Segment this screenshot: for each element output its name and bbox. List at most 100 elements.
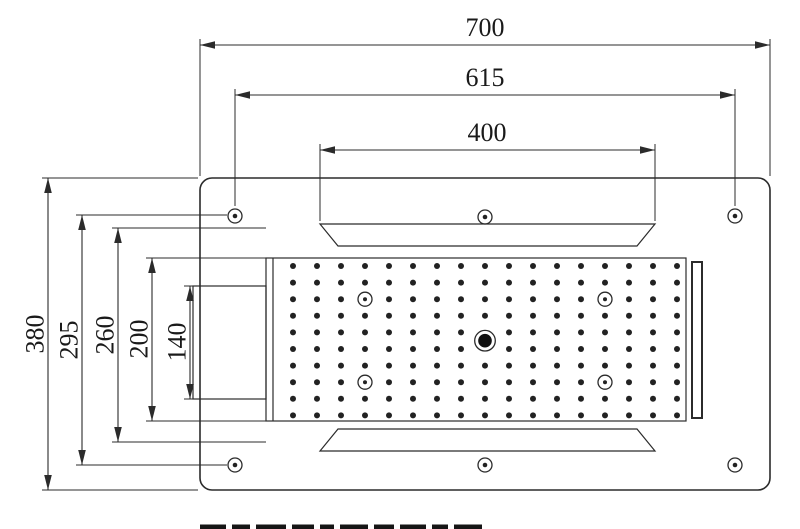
- nozzle-dot: [458, 279, 464, 286]
- dim-width-overall: 700: [199, 13, 771, 176]
- nozzle-dot: [650, 412, 656, 419]
- nozzle-dot: [554, 312, 560, 319]
- nozzle-dot: [650, 346, 656, 352]
- nozzle-dot: [290, 362, 296, 369]
- nozzle-dot: [290, 263, 296, 269]
- nozzle-dot: [458, 412, 464, 419]
- nozzle-dot: [458, 312, 464, 319]
- nozzle-dot: [434, 279, 440, 286]
- nozzle-dot: [290, 379, 296, 386]
- nozzle-dot: [650, 395, 656, 402]
- nozzle-dot: [314, 329, 320, 336]
- nozzle-dot: [410, 296, 416, 303]
- nozzle-dot: [554, 346, 560, 352]
- nozzle-dot: [506, 279, 512, 286]
- nozzle-dot: [482, 412, 488, 419]
- nozzle-dot: [530, 263, 536, 269]
- nozzle-dot: [506, 412, 512, 419]
- dim-label-380: 380: [21, 315, 50, 354]
- nozzle-dot: [362, 412, 368, 419]
- nozzle-dot: [410, 263, 416, 269]
- nozzle-dot: [314, 312, 320, 319]
- nozzle-dot: [386, 279, 392, 286]
- nozzle-dot: [554, 362, 560, 369]
- dim-label-140: 140: [163, 323, 192, 362]
- nozzle-dot: [314, 412, 320, 419]
- nozzle-dot: [578, 263, 584, 269]
- nozzle-dot: [410, 362, 416, 369]
- nozzle-dot: [674, 329, 680, 336]
- nozzle-dot: [602, 346, 608, 352]
- nozzle-dot: [386, 296, 392, 303]
- center-nozzle: [474, 329, 496, 352]
- nozzle-dot: [578, 412, 584, 419]
- nozzle-dot: [434, 329, 440, 336]
- nozzle-dot: [386, 379, 392, 386]
- bottom-waterfall-slot: [318, 428, 657, 452]
- nozzle-dot: [578, 329, 584, 336]
- nozzle-dot: [338, 279, 344, 286]
- nozzle-dot: [410, 412, 416, 419]
- nozzle-dot: [602, 329, 608, 336]
- nozzle-dot: [626, 296, 632, 303]
- nozzle-dot: [314, 395, 320, 402]
- nozzle-dot: [458, 346, 464, 352]
- nozzle-dot: [626, 312, 632, 319]
- nozzle-dot: [434, 263, 440, 269]
- nozzle-dot: [362, 362, 368, 369]
- nozzle-dot: [506, 379, 512, 386]
- nozzle-dot: [626, 412, 632, 419]
- nozzle-dot: [434, 362, 440, 369]
- nozzle-dot: [650, 362, 656, 369]
- nozzle-dot: [410, 395, 416, 402]
- nozzle-dot: [506, 362, 512, 369]
- nozzle-dot: [338, 312, 344, 319]
- nozzle-dot: [506, 329, 512, 336]
- nozzle-dot: [626, 263, 632, 269]
- dim-width-mounting: 615: [234, 63, 736, 206]
- nozzle-dot: [530, 362, 536, 369]
- nozzle-dot: [314, 379, 320, 386]
- dim-height-spray: 200: [125, 257, 266, 422]
- nozzle-dot: [290, 346, 296, 352]
- nozzle-dot: [386, 346, 392, 352]
- nozzle-dot: [602, 395, 608, 402]
- jet-nozzle: [357, 291, 373, 307]
- nozzle-dot: [482, 263, 488, 269]
- nozzle-dot: [506, 312, 512, 319]
- nozzle-dot: [290, 395, 296, 402]
- dimension-annotations: 700 615 400 380 295: [21, 13, 771, 491]
- nozzle-dot: [530, 279, 536, 286]
- nozzle-dot: [626, 395, 632, 402]
- nozzle-dot: [530, 412, 536, 419]
- nozzle-dot: [674, 263, 680, 269]
- nozzle-dot: [530, 346, 536, 352]
- nozzle-dot: [458, 329, 464, 336]
- nozzle-dot: [530, 329, 536, 336]
- nozzle-dot: [386, 263, 392, 269]
- nozzle-dot: [674, 296, 680, 303]
- nozzle-dot: [578, 346, 584, 352]
- nozzle-dot: [338, 296, 344, 303]
- mounting-hole: [477, 209, 493, 225]
- dim-label-260: 260: [91, 316, 120, 355]
- mounting-hole: [227, 457, 243, 473]
- nozzle-dot: [530, 296, 536, 303]
- nozzle-dot: [290, 279, 296, 286]
- nozzle-dot: [674, 346, 680, 352]
- nozzle-dot: [650, 296, 656, 303]
- nozzle-dot: [434, 412, 440, 419]
- nozzle-dot: [314, 279, 320, 286]
- nozzle-dot: [506, 263, 512, 269]
- nozzle-dot: [314, 296, 320, 303]
- nozzle-dot: [482, 312, 488, 319]
- nozzle-dot: [578, 296, 584, 303]
- nozzle-dot: [554, 263, 560, 269]
- nozzle-dot: [314, 362, 320, 369]
- nozzle-dot: [674, 279, 680, 286]
- nozzle-dot: [626, 329, 632, 336]
- nozzle-dot: [506, 296, 512, 303]
- nozzle-dot: [338, 412, 344, 419]
- nozzle-dot: [458, 395, 464, 402]
